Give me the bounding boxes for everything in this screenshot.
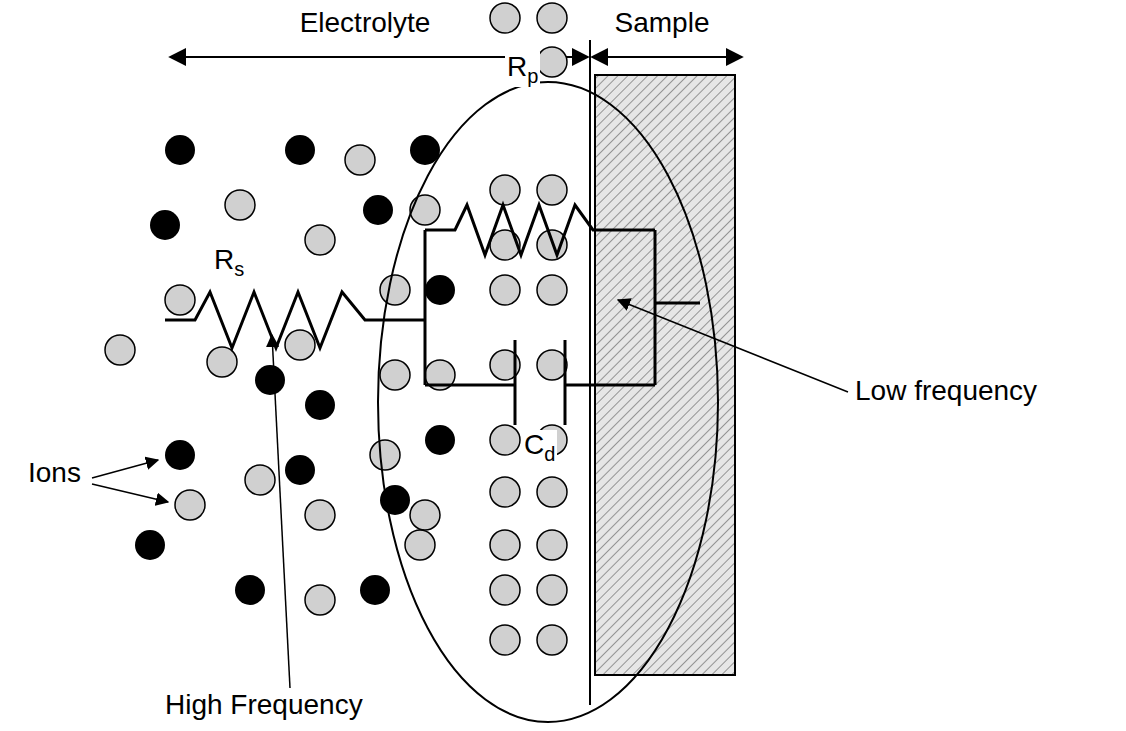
anion xyxy=(165,440,195,470)
cation xyxy=(410,500,440,530)
cation xyxy=(490,625,520,655)
interface-region xyxy=(378,82,718,722)
cation xyxy=(305,225,335,255)
cation xyxy=(537,530,567,560)
anion xyxy=(135,530,165,560)
cation xyxy=(490,425,520,455)
cation xyxy=(285,330,315,360)
callout-label: Low frequency xyxy=(855,376,1037,407)
cation xyxy=(537,47,567,77)
cation xyxy=(165,285,195,315)
anion xyxy=(165,135,195,165)
interface-line xyxy=(589,40,591,705)
cation xyxy=(380,360,410,390)
anion xyxy=(425,275,455,305)
ions xyxy=(105,3,567,655)
anion xyxy=(363,195,393,225)
leader-lines xyxy=(92,300,848,688)
resistor-label: Rp xyxy=(505,52,540,87)
anion xyxy=(425,425,455,455)
cation xyxy=(537,625,567,655)
rp-resistor-symbol xyxy=(425,205,655,255)
anion xyxy=(255,365,285,395)
region-label: Sample xyxy=(613,8,712,39)
anion xyxy=(305,390,335,420)
cation xyxy=(537,477,567,507)
cation xyxy=(410,195,440,225)
cation xyxy=(175,490,205,520)
anion xyxy=(150,210,180,240)
cation xyxy=(490,477,520,507)
cation xyxy=(537,350,567,380)
cation xyxy=(405,530,435,560)
region-label: Electrolyte xyxy=(298,8,433,39)
cation xyxy=(345,145,375,175)
anion xyxy=(285,135,315,165)
cation xyxy=(537,3,567,33)
cation xyxy=(105,335,135,365)
capacitor-label: Cd xyxy=(522,430,557,465)
anion xyxy=(285,455,315,485)
callout-label: Ions xyxy=(28,458,81,489)
resistor-label: Rs xyxy=(212,245,246,280)
cation xyxy=(245,465,275,495)
cation xyxy=(225,190,255,220)
callout-label: High Frequency xyxy=(165,690,363,721)
cation xyxy=(380,275,410,305)
cation xyxy=(490,575,520,605)
cation xyxy=(537,575,567,605)
cation xyxy=(490,175,520,205)
equivalent-circuit xyxy=(165,205,700,425)
cation xyxy=(537,175,567,205)
sample-block xyxy=(595,75,735,675)
cation xyxy=(370,440,400,470)
cation xyxy=(305,585,335,615)
cation xyxy=(490,3,520,33)
sample-dimension xyxy=(592,56,742,58)
cation xyxy=(490,530,520,560)
anion xyxy=(360,575,390,605)
cation xyxy=(490,275,520,305)
cation xyxy=(537,275,567,305)
rs-resistor-symbol xyxy=(165,292,425,348)
capacitor-symbol xyxy=(514,340,517,425)
anion xyxy=(235,575,265,605)
cation xyxy=(207,347,237,377)
cation xyxy=(490,230,520,260)
cation xyxy=(305,500,335,530)
